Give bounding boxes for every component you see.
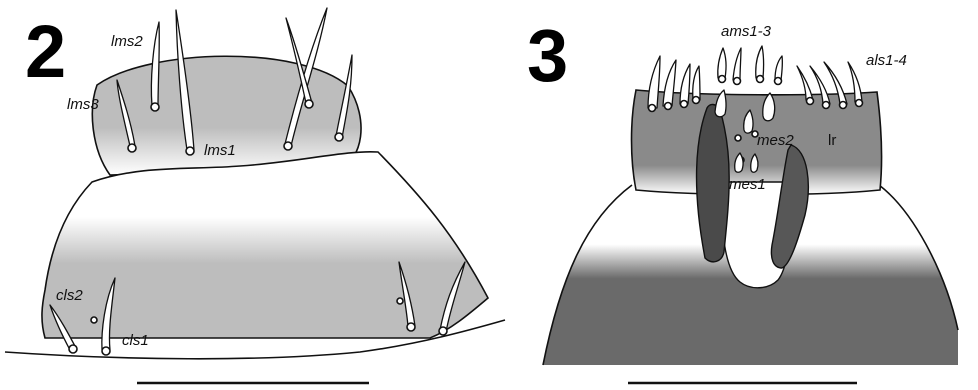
socket (284, 142, 292, 150)
socket (128, 144, 136, 152)
socket (823, 102, 830, 109)
socket (335, 133, 343, 141)
pore (91, 317, 97, 323)
label-mes2: mes2 (757, 132, 794, 149)
socket (693, 97, 700, 104)
seta-als-4 (693, 66, 700, 100)
socket (439, 327, 447, 335)
label-cls2: cls2 (56, 287, 83, 304)
socket (681, 101, 688, 108)
label-lms2: lms2 (111, 33, 143, 50)
panel-number-2: 2 (25, 10, 66, 93)
seta-als-1 (648, 56, 660, 108)
socket (840, 102, 847, 109)
socket (719, 76, 726, 83)
label-lr: lr (828, 132, 836, 149)
label-als: als1-4 (866, 52, 907, 69)
socket (69, 345, 77, 353)
seta-ams-4 (775, 56, 782, 80)
label-lms3: lms3 (67, 96, 99, 113)
socket (807, 98, 814, 105)
socket (186, 147, 194, 155)
pore (397, 298, 403, 304)
label-mes1: mes1 (729, 176, 766, 193)
label-lms1: lms1 (204, 142, 236, 159)
socket (407, 323, 415, 331)
socket (649, 105, 656, 112)
panel-number-3: 3 (527, 14, 568, 97)
seta-ams-2 (733, 48, 741, 80)
seta-ams-1 (718, 48, 726, 78)
socket (757, 76, 764, 83)
socket (102, 347, 110, 355)
socket (305, 100, 313, 108)
panel-3: 3 ams1-3 als1-4 mes2 lr mes1 (527, 14, 958, 383)
socket (151, 103, 159, 111)
panel-2: 2 lms2 lms3 lms1 cls2 cls1 (5, 8, 505, 383)
socket (775, 78, 782, 85)
seta-als-3 (680, 64, 690, 104)
pore (735, 135, 741, 141)
seta-ams-3 (756, 46, 764, 78)
socket (856, 100, 863, 107)
seta-lms2-left (151, 22, 159, 106)
label-ams: ams1-3 (721, 23, 772, 40)
socket (665, 103, 672, 110)
socket (734, 78, 741, 85)
left-sclerite-3 (697, 104, 730, 261)
label-cls1: cls1 (122, 332, 149, 349)
